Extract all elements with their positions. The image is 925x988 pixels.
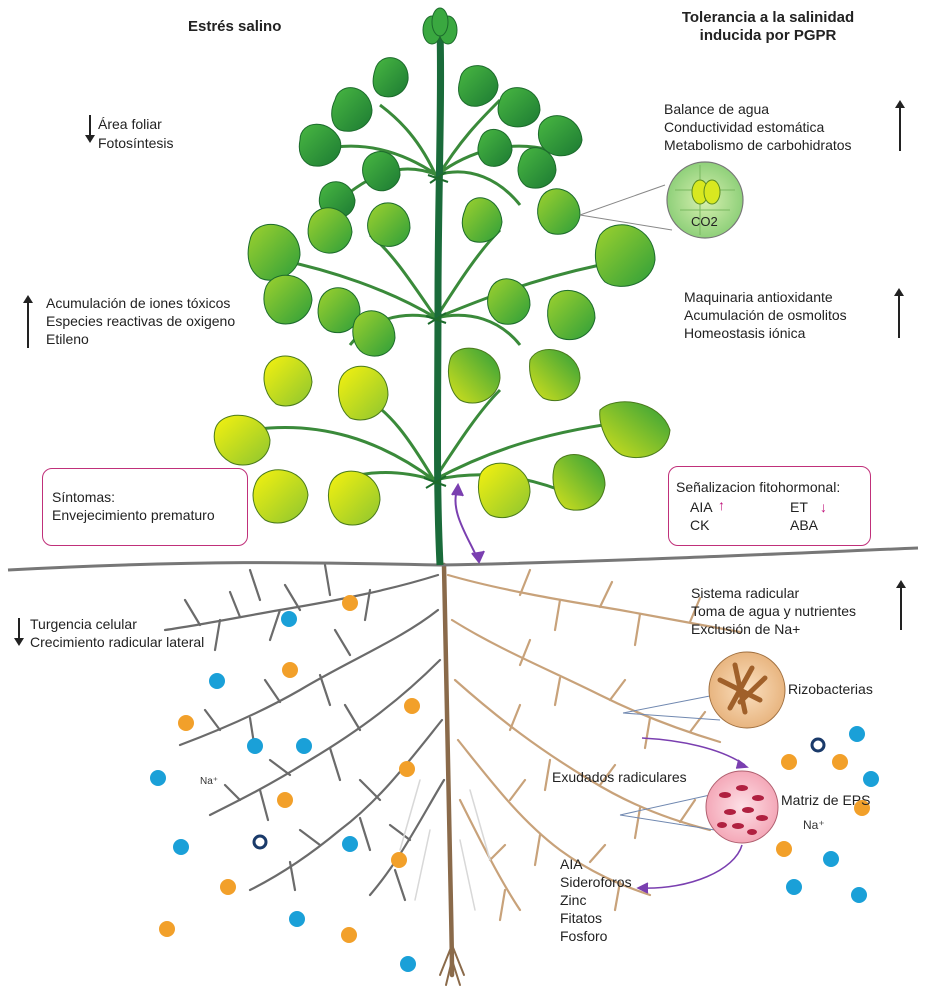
hormone-et: ET <box>790 498 808 516</box>
heading-salt-stress: Estrés salino <box>188 18 281 36</box>
arrow-down-icon <box>89 115 91 135</box>
leaves-middle <box>248 189 655 356</box>
label-stomatal-conductivity: Conductividad estomática <box>664 118 824 136</box>
arrow-up-icon <box>900 588 902 630</box>
arrow-up-icon <box>899 108 901 151</box>
label-na-ion-right: Na⁺ <box>803 818 825 832</box>
symptoms-text: Envejecimiento prematuro <box>52 506 215 524</box>
heading-pgpr-tolerance-line1: Tolerancia a la salinidad <box>648 9 888 27</box>
exudate-list-item: Fitatos <box>560 909 602 927</box>
exudate-list-item: AIA <box>560 855 583 873</box>
arrow-up-icon <box>898 296 900 338</box>
exudate-list-item: Fosforo <box>560 927 607 945</box>
label-na-ion-left: Na⁺ <box>200 776 218 787</box>
arrow-up-icon: ↑ <box>718 496 725 514</box>
label-photosynthesis: Fotosíntesis <box>98 134 173 152</box>
label-carbohydrate-metabolism: Metabolismo de carbohidratos <box>664 136 852 154</box>
label-water-nutrient-uptake: Toma de agua y nutrientes <box>691 602 856 620</box>
leaves-lower <box>214 348 670 525</box>
label-ionic-homeostasis: Homeostasis iónica <box>684 324 805 342</box>
label-rhizobacteria: Rizobacterias <box>788 680 873 698</box>
symptoms-title: Síntomas: <box>52 488 115 506</box>
shoot <box>214 8 670 565</box>
label-na-exclusion: Exclusión de Na+ <box>691 620 800 638</box>
signaling-title: Señalizacion fitohormonal: <box>676 478 840 496</box>
label-toxic-ions: Acumulación de iones tóxicos <box>46 294 230 312</box>
label-eps-matrix: Matriz de EPS <box>781 791 870 809</box>
exudate-list-item: Zinc <box>560 891 586 909</box>
label-leaf-area: Área foliar <box>98 115 162 133</box>
label-root-system: Sistema radicular <box>691 584 799 602</box>
arrow-down-icon: ↓ <box>820 498 827 516</box>
label-cell-turgor: Turgencia celular <box>30 615 137 633</box>
hormone-ck: CK <box>690 516 709 534</box>
label-lateral-root-growth: Crecimiento radicular lateral <box>30 633 204 651</box>
label-ethylene: Etileno <box>46 330 89 348</box>
stomata-zoom <box>580 162 743 238</box>
hormone-aba: ABA <box>790 516 818 534</box>
label-co2: CO2 <box>691 214 718 230</box>
arrow-up-icon <box>27 303 29 348</box>
label-water-balance: Balance de agua <box>664 100 769 118</box>
hormone-aia: AIA <box>690 498 713 516</box>
label-reactive-oxygen: Especies reactivas de oxigeno <box>46 312 235 330</box>
heading-pgpr-tolerance-line2: inducida por PGPR <box>648 27 888 45</box>
label-antioxidant-machinery: Maquinaria antioxidante <box>684 288 833 306</box>
exudate-list-item: Sideroforos <box>560 873 632 891</box>
arrow-down-icon <box>18 618 20 638</box>
label-osmolyte-accumulation: Acumulación de osmolitos <box>684 306 847 324</box>
soil-surface-line <box>8 548 918 570</box>
label-root-exudates: Exudados radiculares <box>552 768 687 786</box>
